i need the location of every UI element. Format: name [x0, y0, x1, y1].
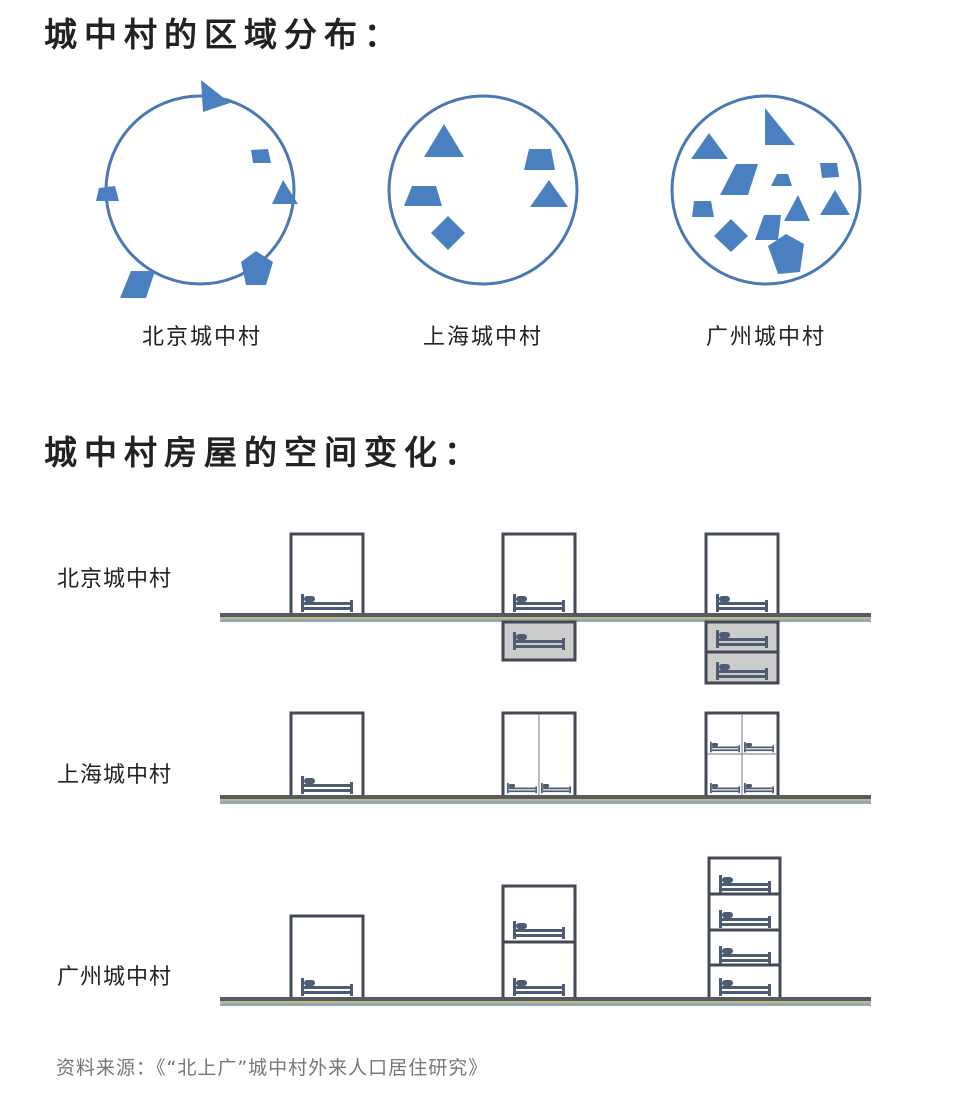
source-note: 资料来源：《“北上广”城中村外来人口居住研究》: [56, 1057, 489, 1079]
bed-icon: [719, 946, 771, 964]
shanghai-shape: [530, 180, 568, 207]
guangzhou-shape: [771, 174, 792, 186]
guangzhou-shape: [720, 164, 758, 195]
beijing-shape: [251, 149, 271, 163]
shanghai-shape: [524, 149, 555, 170]
bed-icon: [744, 741, 774, 753]
shanghai-circle: [387, 94, 579, 286]
shanghai-shape: [404, 186, 442, 206]
bed-icon: [719, 978, 771, 996]
bed-icon: [301, 776, 353, 794]
bed-icon: [541, 782, 571, 794]
beijing-shape: [120, 271, 155, 298]
bed-icon: [513, 594, 565, 612]
circle-label-beijing: 北京城中村: [141, 325, 262, 350]
beijing-house-1: [289, 532, 365, 613]
shanghai-house-1: [289, 711, 365, 795]
beijing-shape: [241, 251, 273, 285]
guangzhou-shape: [692, 201, 714, 217]
space-change-title: 城中村房屋的空间变化：: [44, 433, 484, 472]
bed-icon: [507, 782, 537, 794]
guangzhou-shape: [765, 108, 795, 145]
guangzhou-shape: [714, 219, 748, 252]
bed-icon: [744, 782, 774, 794]
guangzhou-shape: [768, 234, 804, 274]
bed-icon: [513, 921, 565, 939]
guangzhou-house-1: [289, 914, 365, 997]
distribution-beijing: [96, 80, 298, 298]
bed-icon: [513, 978, 565, 996]
guangzhou-shape: [820, 163, 839, 178]
shanghai-shape: [424, 124, 464, 157]
shanghai-shape: [431, 216, 465, 250]
bed-icon: [710, 782, 740, 794]
beijing-shape: [96, 186, 119, 201]
circle-label-guangzhou: 广州城中村: [705, 325, 826, 350]
ground-line-guangzhou: [220, 997, 871, 1006]
bed-icon: [719, 910, 771, 928]
guangzhou-house-2: [501, 884, 577, 997]
row-label-guangzhou: 广州城中村: [57, 965, 173, 990]
beijing-shape: [201, 80, 230, 112]
guangzhou-house-3: [707, 856, 782, 997]
guangzhou-shape: [784, 195, 810, 221]
guangzhou-shape: [820, 190, 850, 215]
guangzhou-circle: [670, 94, 862, 286]
distribution-title: 城中村的区域分布：: [44, 15, 404, 54]
bed-icon: [716, 594, 768, 612]
beijing-circle: [104, 94, 296, 286]
circle-label-shanghai: 上海城中村: [422, 325, 543, 350]
row-label-beijing: 北京城中村: [57, 567, 173, 592]
shanghai-house-3: [704, 711, 780, 795]
beijing-shape: [272, 180, 298, 204]
ground-line-shanghai: [220, 795, 871, 804]
bed-icon: [301, 594, 353, 612]
distribution-shanghai: [387, 94, 579, 286]
distribution-guangzhou: [670, 94, 862, 286]
row-label-shanghai: 上海城中村: [57, 763, 173, 788]
bed-icon: [719, 875, 771, 893]
guangzhou-shape: [691, 133, 728, 159]
guangzhou-shape: [755, 215, 781, 240]
bed-icon: [710, 741, 740, 753]
shanghai-house-2: [501, 711, 577, 795]
bed-icon: [301, 978, 353, 996]
